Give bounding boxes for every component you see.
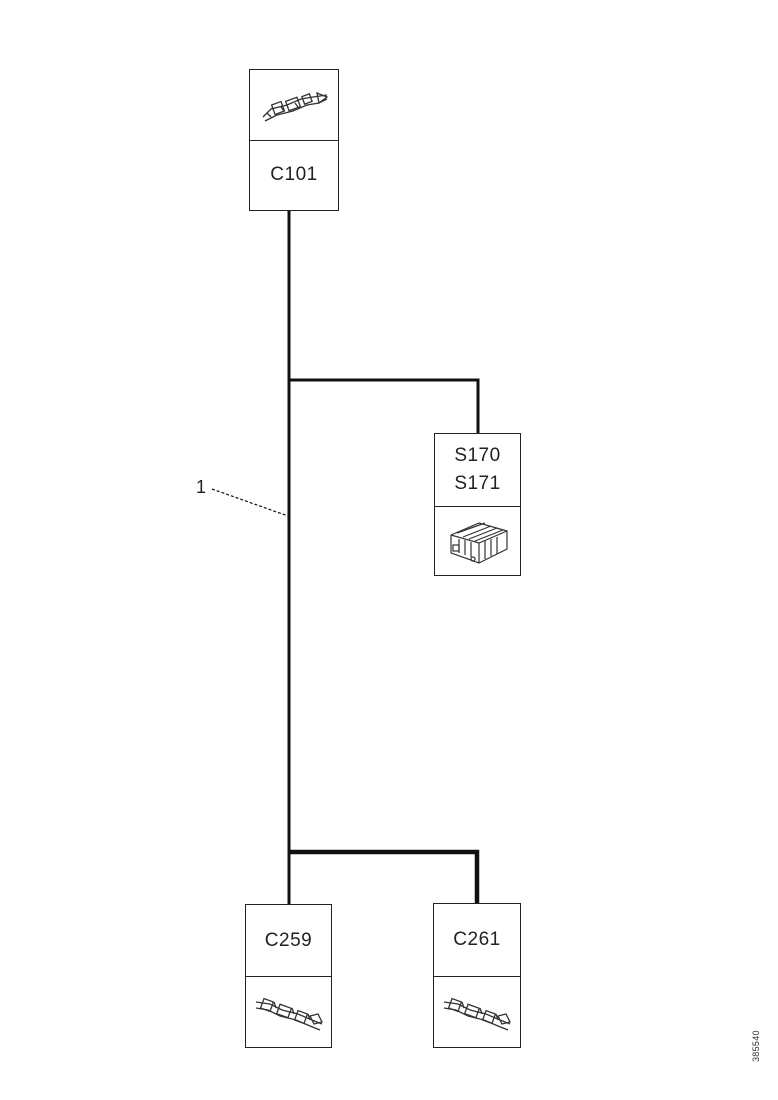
- branch-wire-s170: [289, 378, 480, 434]
- box-divider: [246, 976, 331, 977]
- connector-code-s171: S171: [454, 473, 501, 494]
- box-divider: [435, 506, 520, 507]
- connector-image-cell: [435, 507, 520, 575]
- connector-code-cell: C261: [434, 904, 520, 976]
- document-id: 385540: [751, 1030, 761, 1062]
- inline-connector-icon: [443, 997, 511, 1031]
- inline-connector-icon: [255, 997, 323, 1031]
- connector-code-cell: S170 S171: [435, 434, 520, 506]
- connector-box-c259: C259: [245, 904, 332, 1048]
- fuse-relay-box-icon: [449, 522, 508, 564]
- branch-wire-c261: [289, 849, 480, 903]
- connector-code-c101: C101: [270, 164, 318, 185]
- box-divider: [434, 976, 520, 977]
- connector-image-cell: [434, 977, 520, 1047]
- connector-code-s170: S170: [454, 445, 501, 466]
- callout-number: 1: [196, 477, 207, 497]
- connector-image-cell: [250, 70, 338, 140]
- connector-box-c261: C261: [433, 903, 521, 1048]
- connector-code-cell: C101: [250, 141, 338, 209]
- connector-box-c101: C101: [249, 69, 339, 211]
- connector-image-cell: [246, 977, 331, 1047]
- inline-connector-icon: [262, 91, 329, 122]
- box-divider: [250, 140, 338, 141]
- connector-code-c259: C259: [264, 929, 313, 951]
- connector-code-c261: C261: [453, 929, 501, 950]
- connector-box-s170-s171: S170 S171: [434, 433, 521, 576]
- connector-code-cell: C259: [246, 905, 331, 976]
- callout-leader: [211, 488, 289, 517]
